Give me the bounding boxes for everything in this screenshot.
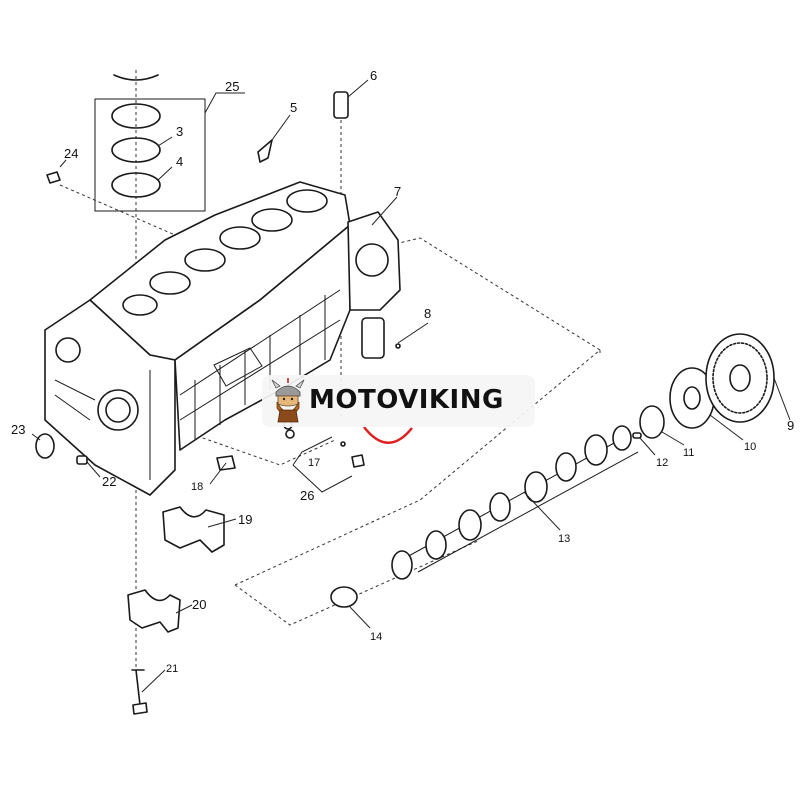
leader-24 bbox=[59, 159, 67, 168]
bolt24-dash bbox=[59, 184, 176, 236]
leader-25 bbox=[204, 92, 245, 114]
callout-9: 9 bbox=[787, 418, 794, 433]
leader-6 bbox=[347, 79, 369, 98]
callout-5: 5 bbox=[290, 100, 297, 115]
seal-23 bbox=[35, 433, 55, 459]
bearing-cap-20 bbox=[127, 589, 181, 633]
callout-7: 7 bbox=[394, 184, 401, 199]
bolt-21-head bbox=[132, 702, 148, 715]
leader-12 bbox=[639, 437, 656, 456]
callout-23: 23 bbox=[11, 422, 25, 437]
plug-small-2 bbox=[285, 429, 295, 439]
viking-mascot-icon bbox=[271, 378, 305, 423]
dowel-pin bbox=[257, 139, 273, 163]
cam-bushing-14 bbox=[330, 586, 358, 608]
bolt-21-shaft bbox=[131, 669, 145, 706]
injector-sleeve bbox=[333, 91, 349, 119]
leader-10 bbox=[709, 414, 744, 441]
callout-20: 20 bbox=[192, 597, 206, 612]
leader-14 bbox=[349, 606, 371, 629]
watermark-text: MOTOVIKING bbox=[309, 385, 504, 415]
callout-22: 22 bbox=[102, 474, 116, 489]
piston-ring-1 bbox=[111, 103, 161, 129]
callout-25: 25 bbox=[225, 79, 239, 94]
nozzle-26 bbox=[351, 454, 365, 468]
plug-8 bbox=[395, 343, 401, 349]
leader-7 bbox=[371, 196, 398, 226]
leader-11 bbox=[661, 431, 685, 446]
callout-26: 26 bbox=[300, 488, 314, 503]
callout-3: 3 bbox=[176, 124, 183, 139]
leader-5 bbox=[271, 114, 291, 141]
watermark-background bbox=[262, 375, 535, 427]
leader-20 bbox=[175, 604, 193, 614]
bearing-cap-19 bbox=[162, 506, 225, 553]
leader-18 bbox=[209, 462, 227, 485]
leader-9 bbox=[773, 377, 791, 421]
callout-4: 4 bbox=[176, 154, 183, 169]
piston-ring-4 bbox=[111, 172, 161, 198]
ball-17 bbox=[340, 441, 346, 447]
accent-arc bbox=[363, 426, 413, 444]
engine-block bbox=[44, 181, 401, 496]
callout-14: 14 bbox=[370, 631, 382, 643]
leader-4 bbox=[157, 166, 173, 181]
callout-12: 12 bbox=[656, 457, 668, 469]
leader-21 bbox=[141, 669, 166, 693]
leader-19 bbox=[207, 518, 237, 528]
callout-6: 6 bbox=[370, 68, 377, 83]
bracket-26 bbox=[292, 436, 353, 493]
ring-top-partial bbox=[113, 74, 159, 81]
thrust-plate-11 bbox=[639, 405, 665, 439]
plug-22 bbox=[76, 455, 88, 465]
leader-3 bbox=[157, 136, 173, 147]
leader-8 bbox=[397, 322, 429, 344]
ring-kit-box bbox=[94, 98, 206, 212]
leader-23 bbox=[31, 433, 41, 441]
callout-21: 21 bbox=[166, 663, 178, 675]
key-12 bbox=[632, 432, 642, 439]
callout-10: 10 bbox=[744, 441, 756, 453]
piston-ring-3 bbox=[111, 137, 161, 163]
lower-dash bbox=[179, 429, 336, 466]
bolt-24 bbox=[46, 171, 61, 184]
callout-19: 19 bbox=[238, 512, 252, 527]
callout-13: 13 bbox=[558, 533, 570, 545]
leader-13 bbox=[523, 491, 561, 531]
idler-gear-9 bbox=[705, 333, 775, 423]
callout-18: 18 bbox=[191, 481, 203, 493]
camshaft bbox=[391, 425, 639, 580]
callout-17: 17 bbox=[308, 457, 320, 469]
camshaft-zone-dash bbox=[234, 237, 601, 626]
callout-24: 24 bbox=[64, 146, 78, 161]
leader-22 bbox=[86, 461, 101, 478]
callout-11: 11 bbox=[683, 447, 694, 459]
callout-8: 8 bbox=[424, 306, 431, 321]
